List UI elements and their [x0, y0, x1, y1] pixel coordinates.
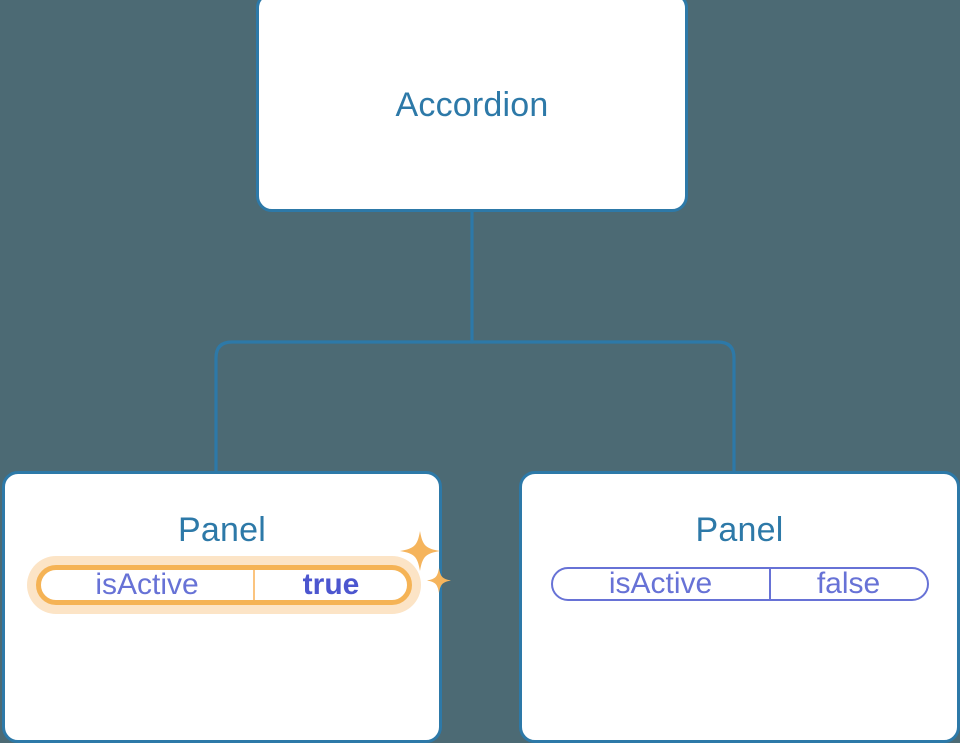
prop-pill-wrapper-inactive: isActive false	[550, 567, 929, 602]
prop-value-label: false	[768, 569, 927, 600]
prop-pill-isactive-true[interactable]: isActive true	[36, 565, 412, 606]
prop-key-label: isActive	[608, 567, 713, 601]
node-panel-inactive[interactable]: Panel isActive false	[519, 471, 960, 743]
prop-pill-wrapper-active: isActive true	[36, 531, 451, 606]
prop-value-label: true	[253, 570, 407, 601]
node-accordion[interactable]: Accordion	[256, 0, 688, 212]
node-panel-active-title: Panel	[178, 511, 266, 549]
sparkle-icon-large	[400, 531, 440, 572]
node-accordion-title: Accordion	[395, 86, 549, 125]
prop-key-label: isActive	[95, 568, 199, 602]
sparkle-icon-small	[427, 568, 451, 594]
node-panel-active[interactable]: Panel isActive true	[2, 471, 451, 743]
node-panel-inactive-title: Panel	[695, 511, 784, 549]
connector-split-bar	[214, 340, 736, 473]
prop-pill-isactive-false[interactable]: isActive false	[550, 567, 929, 602]
